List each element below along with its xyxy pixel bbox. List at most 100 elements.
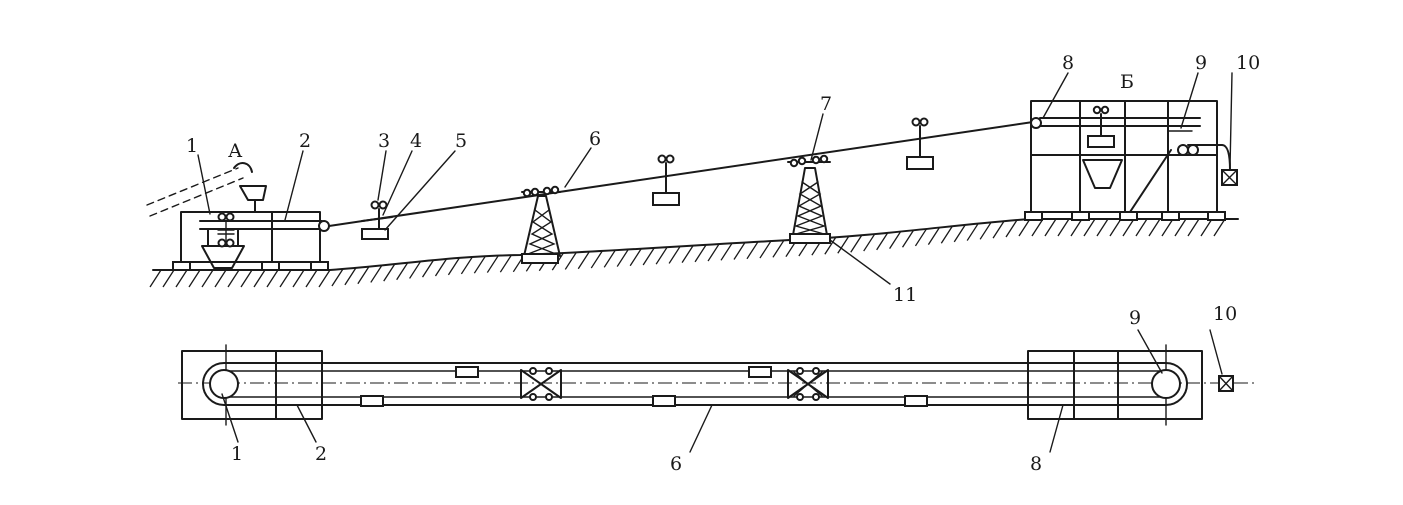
hatch-mark bbox=[370, 265, 383, 283]
hatch-mark bbox=[590, 250, 603, 269]
hatch-mark bbox=[1122, 218, 1135, 237]
hatch-mark bbox=[914, 228, 928, 247]
hatch-mark bbox=[240, 269, 253, 288]
hatch-mark bbox=[266, 269, 279, 288]
tower-1 bbox=[521, 185, 561, 264]
hatch-mark bbox=[1161, 218, 1174, 237]
hatch-mark bbox=[953, 224, 966, 243]
plan-view: 1 2 6 8 9 10 bbox=[178, 303, 1255, 475]
hatch-mark bbox=[188, 269, 201, 288]
elevation-view: А Б 1 2 3 4 5 6 7 8 9 10 11 bbox=[146, 52, 1260, 306]
plan-tower-1 bbox=[520, 367, 562, 401]
hatch-mark bbox=[850, 234, 863, 253]
unloading-station bbox=[1024, 100, 1238, 221]
hatch-mark bbox=[655, 246, 668, 265]
callout-3: 3 bbox=[378, 130, 390, 152]
callout-1: 1 bbox=[186, 135, 198, 157]
hauling-rope bbox=[328, 121, 1034, 227]
ground-profile bbox=[152, 218, 1239, 271]
hatch-mark bbox=[460, 256, 473, 275]
hatch-mark bbox=[1200, 218, 1213, 237]
callout-11: 11 bbox=[893, 284, 917, 306]
hatch-mark bbox=[681, 245, 694, 263]
hatch-mark bbox=[305, 269, 318, 288]
hatch-mark bbox=[434, 258, 448, 277]
hatch-mark bbox=[720, 242, 733, 261]
plan-tower-2 bbox=[787, 367, 829, 401]
plan-callout-1: 1 bbox=[231, 443, 243, 465]
hatch-mark bbox=[863, 233, 876, 252]
callout-7: 7 bbox=[820, 93, 832, 115]
hatch-mark bbox=[201, 269, 214, 288]
hatch-mark bbox=[383, 263, 396, 282]
hatch-mark bbox=[292, 269, 305, 288]
hatch-mark bbox=[1148, 218, 1161, 237]
hatch-mark bbox=[889, 231, 902, 249]
hatch-mark bbox=[927, 227, 940, 245]
callout-6: 6 bbox=[589, 128, 601, 150]
callout-5: 5 bbox=[455, 130, 467, 152]
hatch-mark bbox=[279, 269, 292, 288]
plan-callout-8: 8 bbox=[1030, 453, 1042, 475]
callout-2: 2 bbox=[299, 130, 311, 152]
carrier-2 bbox=[652, 154, 680, 206]
hatch-mark bbox=[318, 269, 331, 288]
hatch-mark bbox=[772, 239, 785, 258]
hatch-mark bbox=[162, 269, 175, 288]
hatch-mark bbox=[966, 223, 979, 241]
hatch-mark bbox=[1070, 218, 1083, 237]
hatch-mark bbox=[1096, 218, 1109, 237]
hatch-mark bbox=[486, 255, 499, 273]
hatch-mark bbox=[1031, 218, 1044, 237]
hatch-mark bbox=[616, 249, 629, 267]
hatch-mark bbox=[603, 249, 616, 268]
hatch-mark bbox=[668, 246, 681, 264]
hatch-mark bbox=[979, 221, 992, 240]
hatch-mark bbox=[357, 266, 370, 285]
feed-chute bbox=[146, 162, 253, 217]
hatch-mark bbox=[1187, 218, 1200, 237]
carrier-1 bbox=[361, 200, 393, 240]
hatch-mark bbox=[901, 229, 915, 248]
hatch-mark bbox=[1174, 218, 1187, 237]
hatch-mark bbox=[227, 269, 240, 288]
hatch-mark bbox=[473, 255, 486, 274]
plan-rope-loop bbox=[202, 362, 1188, 406]
hatch-mark bbox=[837, 235, 850, 254]
hatch-mark bbox=[447, 257, 460, 276]
hatch-mark bbox=[577, 251, 590, 270]
hatch-mark bbox=[409, 261, 422, 279]
hatch-mark bbox=[1057, 218, 1070, 237]
hatch-mark bbox=[1018, 218, 1031, 237]
plan-callout-9: 9 bbox=[1129, 307, 1141, 329]
hatch-mark bbox=[694, 244, 707, 263]
hatch-mark bbox=[214, 269, 227, 288]
hatch-mark bbox=[1044, 218, 1057, 237]
loading-station bbox=[172, 185, 330, 271]
hatch-mark bbox=[1005, 219, 1018, 238]
station-label-a: А bbox=[228, 140, 243, 162]
hatch-mark bbox=[642, 247, 655, 266]
hatch-mark bbox=[421, 259, 435, 278]
hatch-mark bbox=[396, 262, 409, 281]
plan-callout-10: 10 bbox=[1213, 303, 1237, 325]
hatch-mark bbox=[733, 242, 746, 260]
hatch-mark bbox=[1083, 218, 1096, 237]
hatch-mark bbox=[253, 269, 266, 288]
hatch-mark bbox=[1109, 218, 1122, 237]
hatch-mark bbox=[746, 241, 759, 260]
carrier-3 bbox=[906, 117, 934, 170]
hatch-mark bbox=[992, 220, 1005, 239]
elevation-leaders bbox=[197, 72, 1233, 285]
hatch-mark bbox=[149, 269, 162, 288]
hatch-mark bbox=[940, 225, 953, 244]
hatch-mark bbox=[1213, 218, 1226, 237]
callout-9: 9 bbox=[1195, 52, 1207, 74]
plan-callout-2: 2 bbox=[315, 443, 327, 465]
plan-callout-6: 6 bbox=[670, 453, 682, 475]
hatch-mark bbox=[707, 243, 720, 262]
hatch-mark bbox=[499, 254, 512, 273]
callout-10: 10 bbox=[1236, 52, 1260, 74]
callout-4: 4 bbox=[410, 130, 422, 152]
